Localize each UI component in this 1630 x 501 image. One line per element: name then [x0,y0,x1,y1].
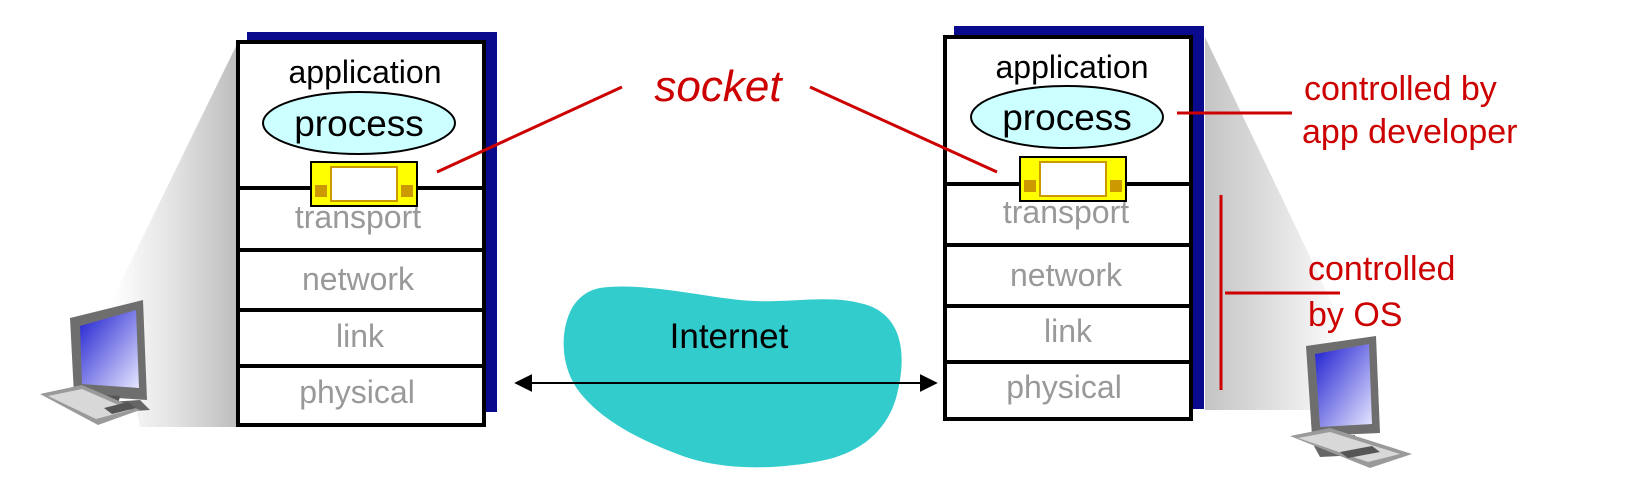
left-process-ellipse [262,91,456,155]
internet-label: Internet [670,317,789,356]
right-layer-network: network [1010,257,1123,293]
right-layer-transport: transport [1003,194,1129,230]
os-annotation-line1: controlled [1308,250,1455,288]
left-socket-icon [310,161,418,207]
left-process-label: process [294,103,424,144]
socket-pointer-right [809,85,998,174]
desktop-computer-icon [40,300,150,425]
right-process-ellipse [970,85,1164,149]
socket-label: socket [654,62,783,111]
right-socket-icon [1019,156,1127,202]
right-layer-link: link [1044,313,1093,349]
internet-cloud [563,286,902,468]
socket-pointer-left [436,85,623,174]
app-developer-annotation-line2: app developer [1302,113,1518,151]
os-annotation-line2: by OS [1308,296,1402,334]
left-protocol-stack: application process transport network li… [236,32,497,427]
left-layer-network: network [302,261,415,297]
right-host-beam [1205,37,1345,410]
left-application-label: application [289,54,442,90]
right-protocol-stack: application process transport network li… [943,26,1204,421]
right-layer-physical: physical [1006,369,1122,405]
desktop-computer-icon [1290,336,1412,468]
right-application-label: application [996,49,1149,85]
left-layer-link: link [336,318,385,354]
left-layer-physical: physical [299,374,415,410]
right-process-label: process [1002,97,1132,138]
left-layer-transport: transport [295,199,421,235]
app-developer-annotation-line1: controlled by [1304,70,1497,108]
